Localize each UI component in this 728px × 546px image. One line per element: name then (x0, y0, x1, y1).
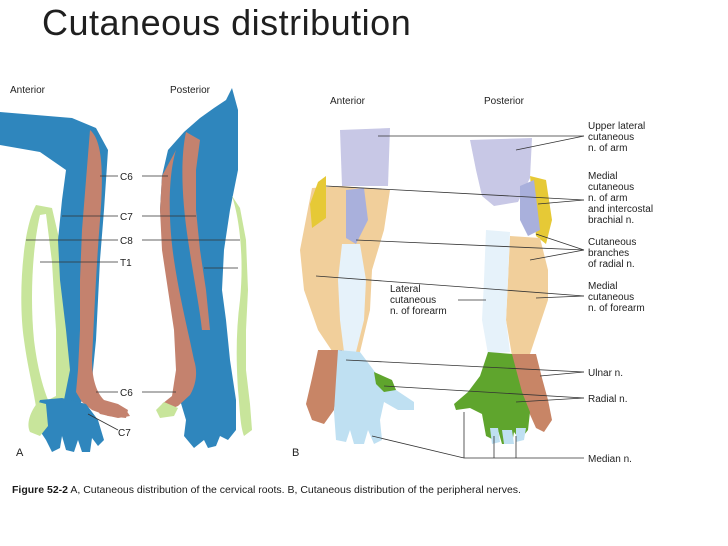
panel-b-posterior-label: Posterior (484, 96, 525, 107)
panel-a-anterior-arm (0, 112, 130, 452)
lightblue-fingertips-posterior (490, 428, 526, 444)
thumb-anterior-a (92, 404, 130, 418)
panel-a-posterior-label: Posterior (170, 85, 211, 96)
panel-a-anterior-label: Anterior (10, 85, 46, 96)
little-finger-anterior-a (28, 402, 48, 436)
label-c7-top: C7 (120, 212, 133, 223)
label-median-nerve: Median n. (588, 454, 632, 465)
c7-dermatome-anterior (76, 130, 128, 418)
panel-a-letter: A (16, 447, 24, 459)
lavender-upper-arm-anterior (340, 128, 390, 186)
panel-a-posterior-arm (156, 88, 252, 448)
figure-caption-text: A, Cutaneous distribution of the cervica… (68, 484, 521, 496)
figure-caption: Figure 52-2 A, Cutaneous distribution of… (12, 484, 521, 496)
light-forearm-anterior (338, 244, 366, 352)
panel-a-leader-lines (26, 175, 240, 431)
slide-title: Cutaneous distribution (42, 2, 412, 43)
green-thumb-anterior (374, 372, 396, 392)
panel-b: Anterior Posterior Upper lateral cutaneo… (292, 96, 656, 465)
c7-dermatome-posterior (160, 150, 197, 410)
light-forearm-posterior (482, 230, 510, 354)
lavender-medial-anterior (346, 188, 368, 244)
lightblue-hand-anterior (334, 350, 414, 444)
t1-dermatome-anterior (32, 214, 56, 400)
panel-b-posterior-arm (454, 138, 552, 444)
label-c6-bottom: C6 (120, 388, 133, 399)
panel-a: Anterior Posterior C6 C7 C8 T1 C6 C7 A (0, 85, 252, 459)
yellow-strip-anterior (310, 176, 326, 228)
label-c7-bottom: C7 (118, 428, 131, 439)
thumb-posterior-a (156, 402, 178, 418)
peach-forearm-posterior (506, 236, 548, 356)
label-c6-top: C6 (120, 172, 133, 183)
label-ulnar-nerve: Ulnar n. (588, 368, 623, 379)
lavender-strip-posterior (520, 180, 540, 236)
label-medial-cutaneous-forearm: Medial cutaneous n. of forearm (588, 281, 645, 314)
lavender-upper-arm-posterior (470, 138, 532, 206)
panel-b-anterior-label: Anterior (330, 96, 366, 107)
label-radial-branches: Cutaneous branches of radial n. (588, 237, 639, 270)
green-radial-posterior (454, 352, 530, 444)
figure-number: Figure 52-2 (12, 484, 69, 496)
c7-strip-posterior (182, 132, 210, 330)
label-c8: C8 (120, 236, 133, 247)
label-upper-lateral-cutaneous: Upper lateral cutaneous n. of arm (588, 121, 648, 154)
brown-ulnar-posterior (510, 354, 552, 432)
hand-anterior-a (35, 398, 105, 452)
label-radial-nerve: Radial n. (588, 394, 627, 405)
brown-ulnar-anterior (306, 350, 342, 424)
label-medial-cutaneous-arm: Medial cutaneous n. of arm and intercost… (588, 171, 656, 226)
label-t1: T1 (120, 258, 132, 269)
panel-b-anterior-arm (300, 128, 414, 444)
label-lateral-cutaneous-forearm: Lateral cutaneous n. of forearm (390, 284, 447, 317)
panel-b-leader-lines (315, 135, 585, 459)
panel-b-letter: B (292, 447, 299, 459)
c8-dermatome-posterior (232, 196, 252, 436)
